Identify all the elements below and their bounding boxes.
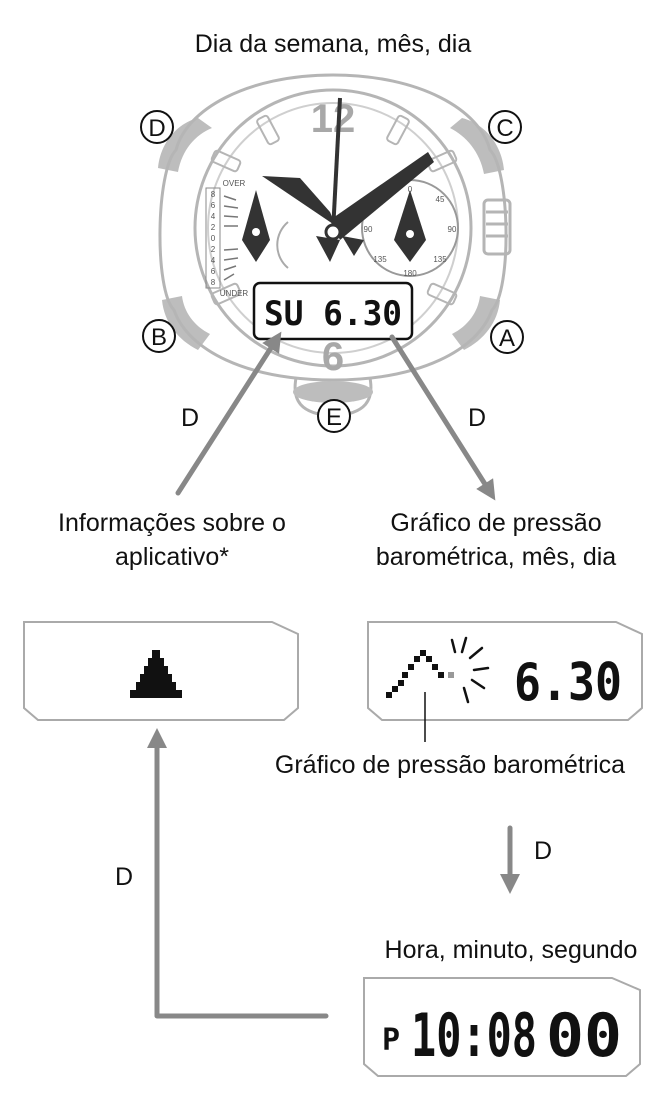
over-label: OVER bbox=[223, 179, 246, 188]
arrow-label-right: D bbox=[468, 404, 486, 432]
subdial-label: 180 bbox=[403, 269, 417, 278]
baro-blink-icon bbox=[450, 636, 490, 704]
app-info-triangle-icon bbox=[130, 650, 182, 698]
button-label-b: B bbox=[142, 319, 176, 353]
arrow-to-watch bbox=[175, 331, 282, 496]
arrow-to-baro bbox=[389, 334, 496, 501]
button-label-d: D bbox=[140, 110, 174, 144]
baro-caption-line1: Gráfico de pressão bbox=[390, 509, 601, 537]
button-e-shape bbox=[293, 381, 373, 403]
scale-label: 6 bbox=[211, 201, 216, 210]
screen-baro-date: 6.30 bbox=[367, 621, 643, 742]
scale-label: 8 bbox=[211, 190, 216, 199]
top-caption: Dia da semana, mês, dia bbox=[195, 30, 472, 58]
time-hh-mm: 10:08 bbox=[411, 1001, 537, 1071]
dial-numeral-12: 12 bbox=[311, 97, 356, 141]
app-info-caption-line2: aplicativo* bbox=[115, 543, 229, 571]
app-info-caption-line1: Informações sobre o bbox=[58, 509, 286, 537]
scale-label: 6 bbox=[211, 267, 216, 276]
arrow-label-down: D bbox=[534, 837, 552, 865]
under-label: UNDER bbox=[220, 289, 249, 298]
button-a-shape bbox=[452, 296, 500, 350]
button-label-e: E bbox=[317, 399, 351, 433]
scale-label: 2 bbox=[211, 245, 216, 254]
screen-app-info bbox=[23, 621, 299, 721]
time-caption: Hora, minuto, segundo bbox=[385, 936, 638, 964]
baro-caption-line2: barométrica, mês, dia bbox=[376, 543, 616, 571]
button-letter: B bbox=[151, 324, 167, 351]
watch-lcd-text: SU 6.30 bbox=[264, 294, 402, 334]
time-pm-indicator: P bbox=[382, 1023, 400, 1058]
scale-label: 4 bbox=[211, 256, 216, 265]
hour-markers bbox=[210, 114, 458, 306]
dial-numeral-6: 6 bbox=[322, 335, 344, 379]
case-outline bbox=[158, 73, 508, 382]
subdial-label: 90 bbox=[448, 225, 457, 234]
watch-lcd: SU 6.30 bbox=[252, 281, 414, 341]
arrow-label-left: D bbox=[181, 404, 199, 432]
subdial-label: 135 bbox=[373, 255, 387, 264]
scale-label: 8 bbox=[211, 278, 216, 287]
watch-hands bbox=[262, 97, 434, 262]
baro-graph-caption: Gráfico de pressão barométrica bbox=[275, 751, 625, 779]
baro-graph-icon bbox=[386, 650, 454, 698]
watch-illustration: 12 6 8 6 4 2 0 2 4 6 8 OVER UNDER bbox=[158, 73, 512, 418]
arrow-to-app-info bbox=[147, 728, 329, 1019]
arrow-label-up: D bbox=[115, 863, 133, 891]
button-c-shape bbox=[450, 118, 504, 174]
button-letter: C bbox=[496, 115, 513, 142]
button-label-c: C bbox=[488, 110, 522, 144]
right-subdial: 0 45 90 135 180 135 90 bbox=[361, 179, 459, 278]
scale-label: 0 bbox=[211, 234, 216, 243]
subdial-label: 135 bbox=[433, 255, 447, 264]
left-subdial bbox=[242, 190, 289, 269]
scale-label: 2 bbox=[211, 223, 216, 232]
button-letter: E bbox=[326, 404, 342, 431]
button-label-a: A bbox=[490, 320, 524, 354]
pressure-scale: 8 6 4 2 0 2 4 6 8 OVER UNDER bbox=[205, 179, 249, 298]
scale-label: 4 bbox=[211, 212, 216, 221]
subdial-label: 45 bbox=[436, 195, 445, 204]
button-letter: D bbox=[148, 115, 165, 142]
time-seconds: 00 bbox=[546, 1001, 622, 1071]
hour-hand bbox=[262, 176, 336, 226]
bezel bbox=[193, 88, 473, 368]
subdial-label: 0 bbox=[408, 185, 413, 194]
subdial-label: 90 bbox=[364, 225, 373, 234]
second-hand bbox=[331, 97, 342, 233]
baro-date-lcd: 6.30 bbox=[514, 653, 622, 713]
minute-hand bbox=[330, 152, 434, 240]
button-letter: A bbox=[499, 325, 515, 352]
screen-time: P 10:08 00 bbox=[363, 977, 641, 1077]
